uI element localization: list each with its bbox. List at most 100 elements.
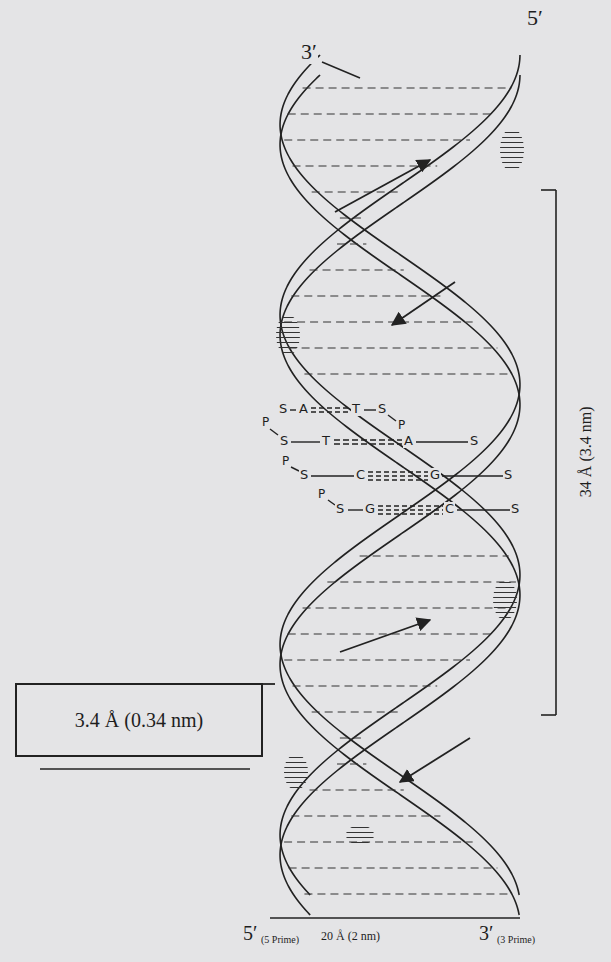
- base-pair-rung: [304, 893, 512, 894]
- base-pair-rung: [340, 737, 363, 738]
- base-pair-rung: [284, 321, 473, 322]
- nucleotide-letter: T: [321, 434, 331, 448]
- base-pair-rung: [310, 269, 404, 270]
- base-pair-rung: [284, 659, 470, 660]
- nucleotide-letter: P: [261, 416, 270, 429]
- box-stroke: [263, 683, 275, 685]
- width-label: 20 Å (2 nm): [320, 930, 381, 943]
- base-pair-rung: [304, 373, 512, 374]
- strand-edge: [280, 55, 520, 895]
- underline-stroke: [40, 768, 250, 770]
- hatched-region: [346, 825, 374, 845]
- nucleotide-letter: S: [299, 468, 309, 482]
- pitch-bracket: [555, 190, 557, 715]
- hydrogen-bond: [378, 513, 443, 514]
- bond: [364, 409, 376, 410]
- bond: [290, 409, 296, 410]
- nucleotide-letter: A: [298, 402, 309, 416]
- width-line: [270, 917, 520, 919]
- base-pair-rung: [284, 841, 473, 842]
- nucleotide-letter: P: [397, 419, 406, 432]
- nucleotide-letter: S: [278, 402, 288, 416]
- strand-end-label: 3′: [300, 40, 318, 64]
- nucleotide-letter: S: [510, 502, 520, 516]
- base-pair-rung: [289, 347, 498, 348]
- base-pair-rung: [291, 815, 440, 816]
- helix-strands: [276, 55, 524, 915]
- bond: [291, 467, 299, 471]
- hydrogen-bond: [368, 479, 428, 480]
- dimension-marks: [40, 190, 556, 918]
- nucleotide-letter: G: [364, 502, 376, 516]
- hatched-region: [284, 754, 308, 790]
- nucleotide-letter: C: [444, 502, 455, 516]
- bond: [388, 415, 396, 421]
- nucleotide-letter: S: [469, 434, 479, 448]
- base-pair-rung: [293, 165, 438, 166]
- direction-arrow: [340, 620, 430, 652]
- bond: [348, 509, 363, 510]
- base-pair-rung: [337, 763, 366, 764]
- base-pair-rung: [284, 139, 470, 140]
- nucleotide-letter: S: [377, 402, 387, 416]
- bracket-tick: [541, 714, 556, 716]
- strand-edge: [280, 75, 520, 915]
- hydrogen-bond: [311, 407, 349, 408]
- hatched-region: [276, 315, 300, 355]
- hydrogen-bond: [334, 443, 402, 444]
- strand-edge: [280, 55, 520, 895]
- bond: [442, 475, 503, 476]
- nucleotide-letter: S: [503, 468, 513, 482]
- strand-end-label: (3 Prime): [496, 934, 536, 945]
- strand-end-label: 5′: [526, 6, 544, 30]
- strand-end: [322, 62, 360, 78]
- base-pair-rung: [327, 581, 516, 582]
- strand-end-label: 5′: [242, 922, 258, 944]
- nucleotide-letter: G: [429, 468, 441, 482]
- dimension-box: 3.4 Å (0.34 nm): [15, 683, 263, 757]
- nucleotide-letter: C: [355, 468, 366, 482]
- direction-arrow: [335, 160, 430, 212]
- nucleotide-letter: P: [317, 488, 326, 501]
- hydrogen-bond: [378, 509, 443, 510]
- base-pair-bonds: [270, 408, 510, 514]
- hatched-region: [500, 128, 524, 172]
- bond: [416, 441, 468, 442]
- hatched-region: [493, 580, 517, 620]
- strand-end-label: (5 Prime): [260, 934, 300, 945]
- strand-direction-arrows: [335, 160, 470, 782]
- base-pair-rung: [310, 789, 404, 790]
- bond: [457, 509, 510, 510]
- hydrogen-bond: [334, 439, 402, 440]
- base-pair-rung: [289, 867, 498, 868]
- strand-end-label: 3′: [478, 922, 494, 944]
- base-pair-rung: [291, 295, 440, 296]
- base-pair-rung: [340, 217, 363, 218]
- strand-edge: [280, 75, 520, 915]
- nucleotide-letter: P: [281, 455, 290, 468]
- bond: [311, 475, 354, 476]
- pitch-label: 34 Å (3.4 nm): [576, 406, 594, 499]
- bracket-tick: [541, 189, 556, 191]
- base-pair-rung: [303, 87, 512, 88]
- base-pair-rung: [337, 243, 366, 244]
- base-pair-rung: [312, 711, 401, 712]
- hydrogen-bond: [368, 471, 428, 472]
- nucleotide-letter: S: [335, 502, 345, 516]
- base-pair-rung: [360, 555, 509, 556]
- hydrogen-bond: [368, 475, 428, 476]
- bond: [291, 441, 320, 442]
- direction-arrow: [400, 738, 470, 782]
- nucleotide-letter: A: [403, 434, 414, 448]
- base-pair-rung: [303, 607, 512, 608]
- base-pair-rung: [293, 685, 438, 686]
- base-pair-rung: [288, 113, 496, 114]
- dimension-text: 3.4 Å (0.34 nm): [75, 709, 203, 732]
- hydrogen-bond: [378, 505, 443, 506]
- nucleotide-letter: S: [279, 434, 289, 448]
- hydrogen-bond: [311, 411, 349, 412]
- direction-arrow: [392, 282, 455, 325]
- nucleotide-letter: T: [351, 402, 361, 416]
- bond: [270, 429, 278, 435]
- bond: [328, 500, 335, 505]
